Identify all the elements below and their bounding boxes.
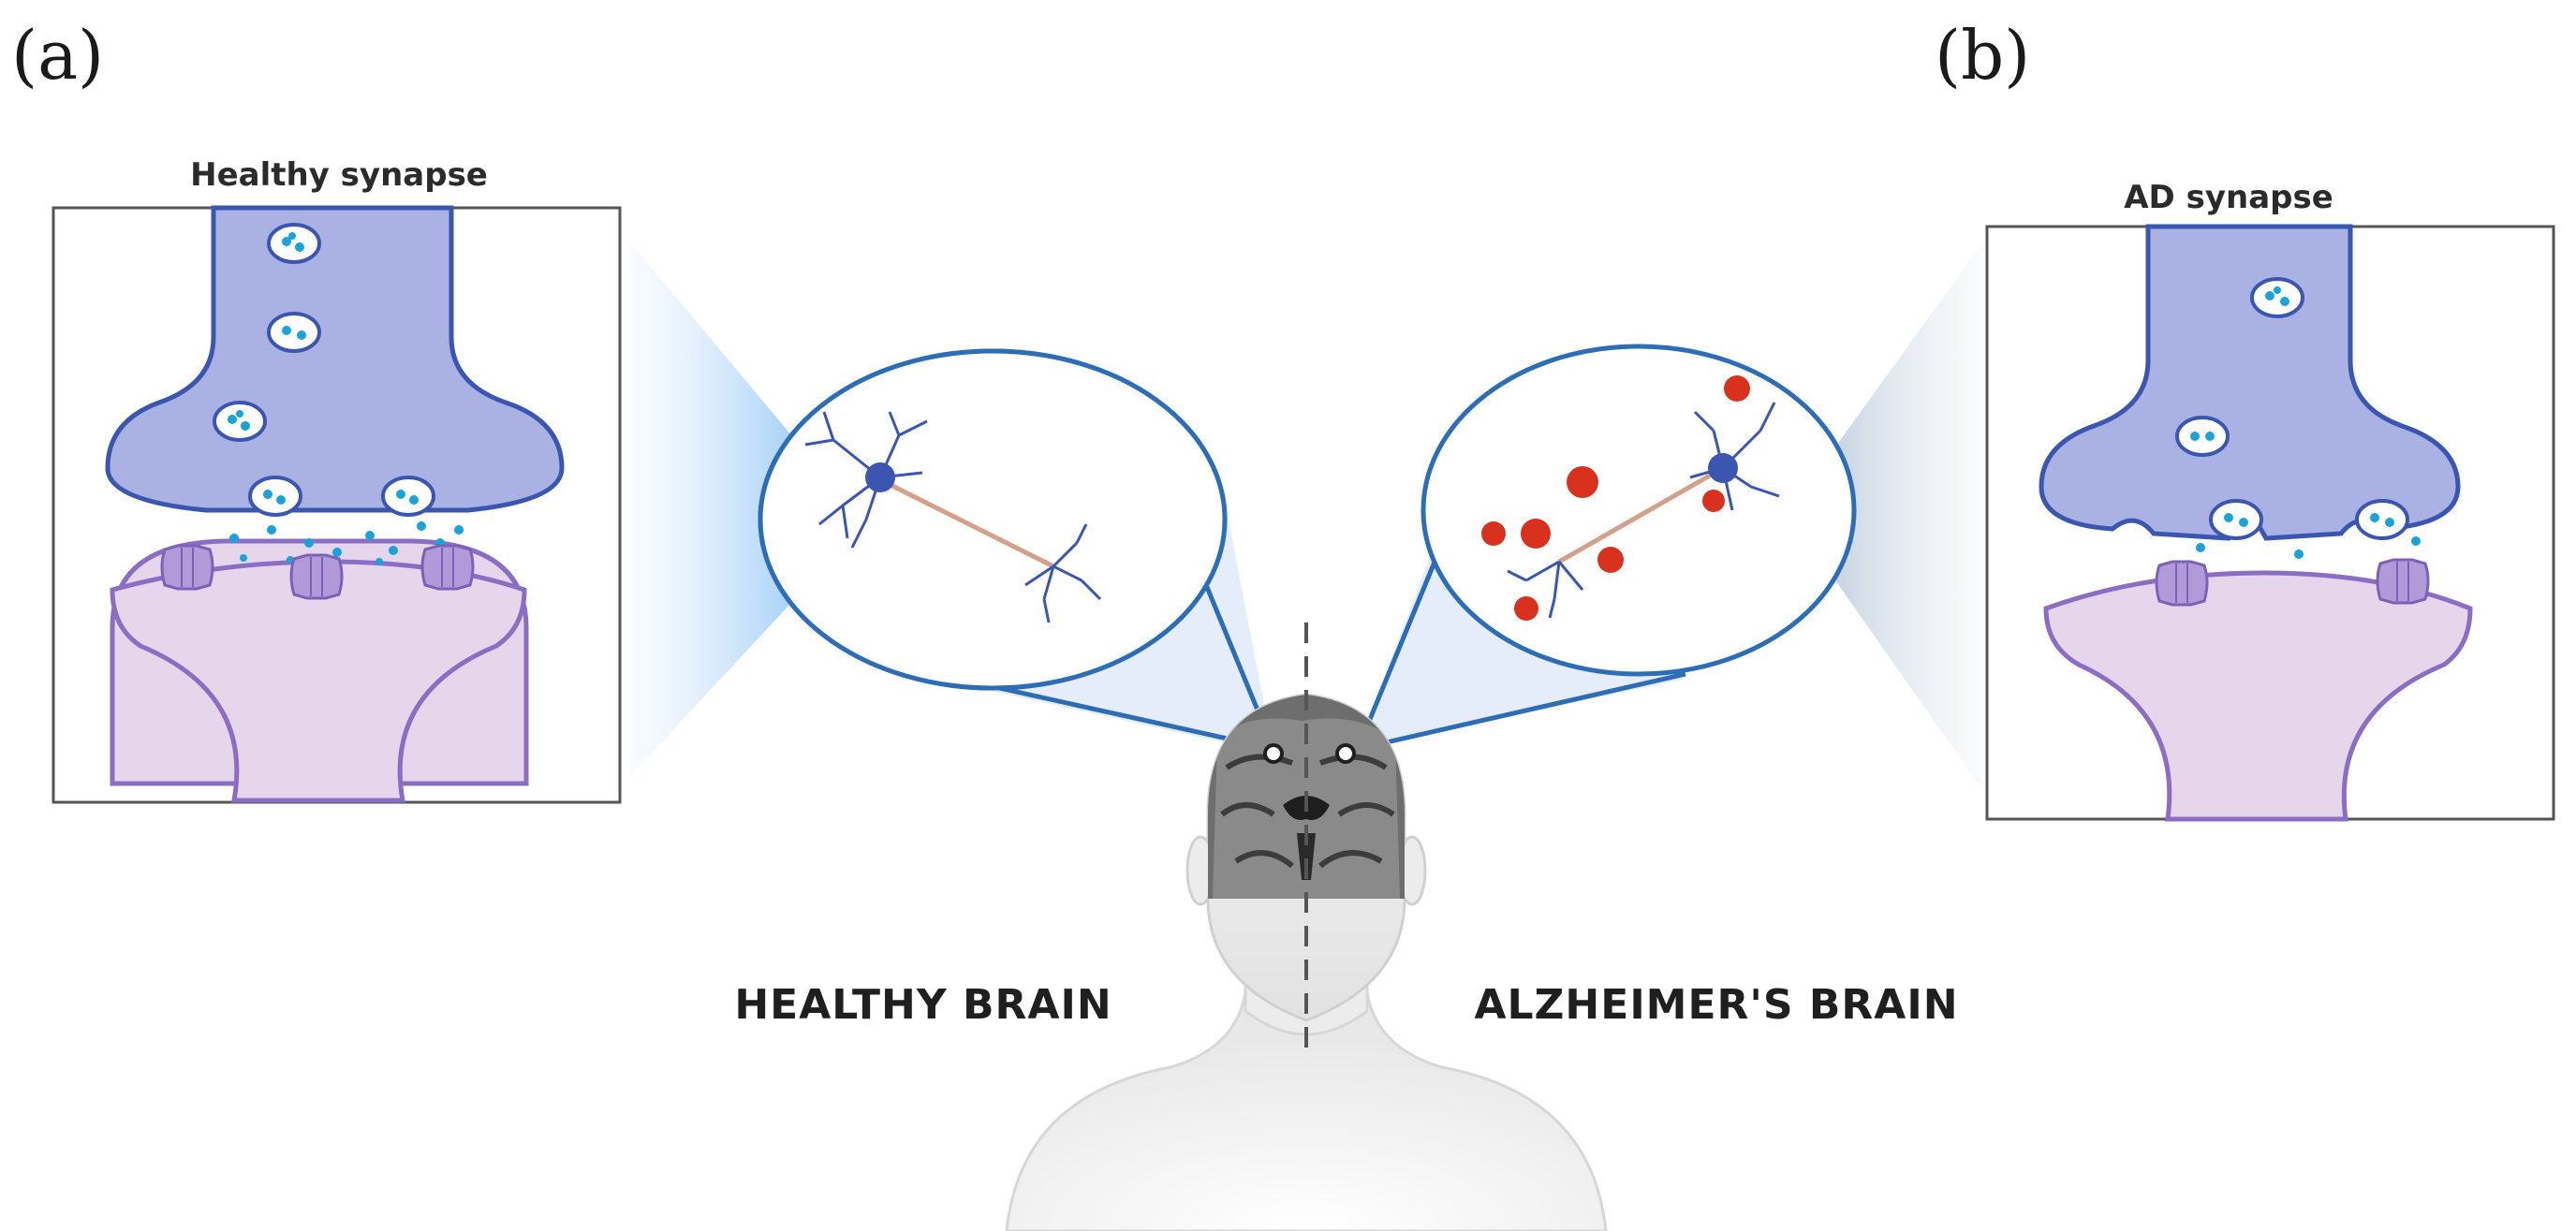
healthy-synapse-panel [52, 205, 622, 804]
head-figure [1005, 623, 1608, 1231]
healthy-neuron-zoom [758, 348, 1276, 754]
amyloid-plaques [1481, 375, 1750, 621]
healthy-synapse-title: Healthy synapse [190, 156, 488, 194]
ad-synapse-title: AD synapse [2124, 179, 2333, 216]
ad-zoom-cone [1822, 242, 1983, 791]
ad-neuron [1507, 402, 1780, 619]
ad-postsynaptic-terminal [2043, 570, 2473, 822]
healthy-brain-label: HEALTHY BRAIN [734, 981, 1111, 1029]
panel-label-a: (a) [11, 16, 104, 95]
ad-neuron-zoom [1355, 344, 1857, 752]
ad-presynaptic-terminal [2039, 224, 2461, 541]
alzheimers-brain-label: ALZHEIMER'S BRAIN [1474, 981, 1958, 1029]
panel-label-b: (b) [1935, 16, 2030, 95]
ad-synapse-panel [1985, 224, 2555, 822]
healthy-neuron [804, 411, 1102, 623]
ad-neurotransmitters [2190, 286, 2421, 559]
healthy-zoom-cone [629, 242, 817, 777]
